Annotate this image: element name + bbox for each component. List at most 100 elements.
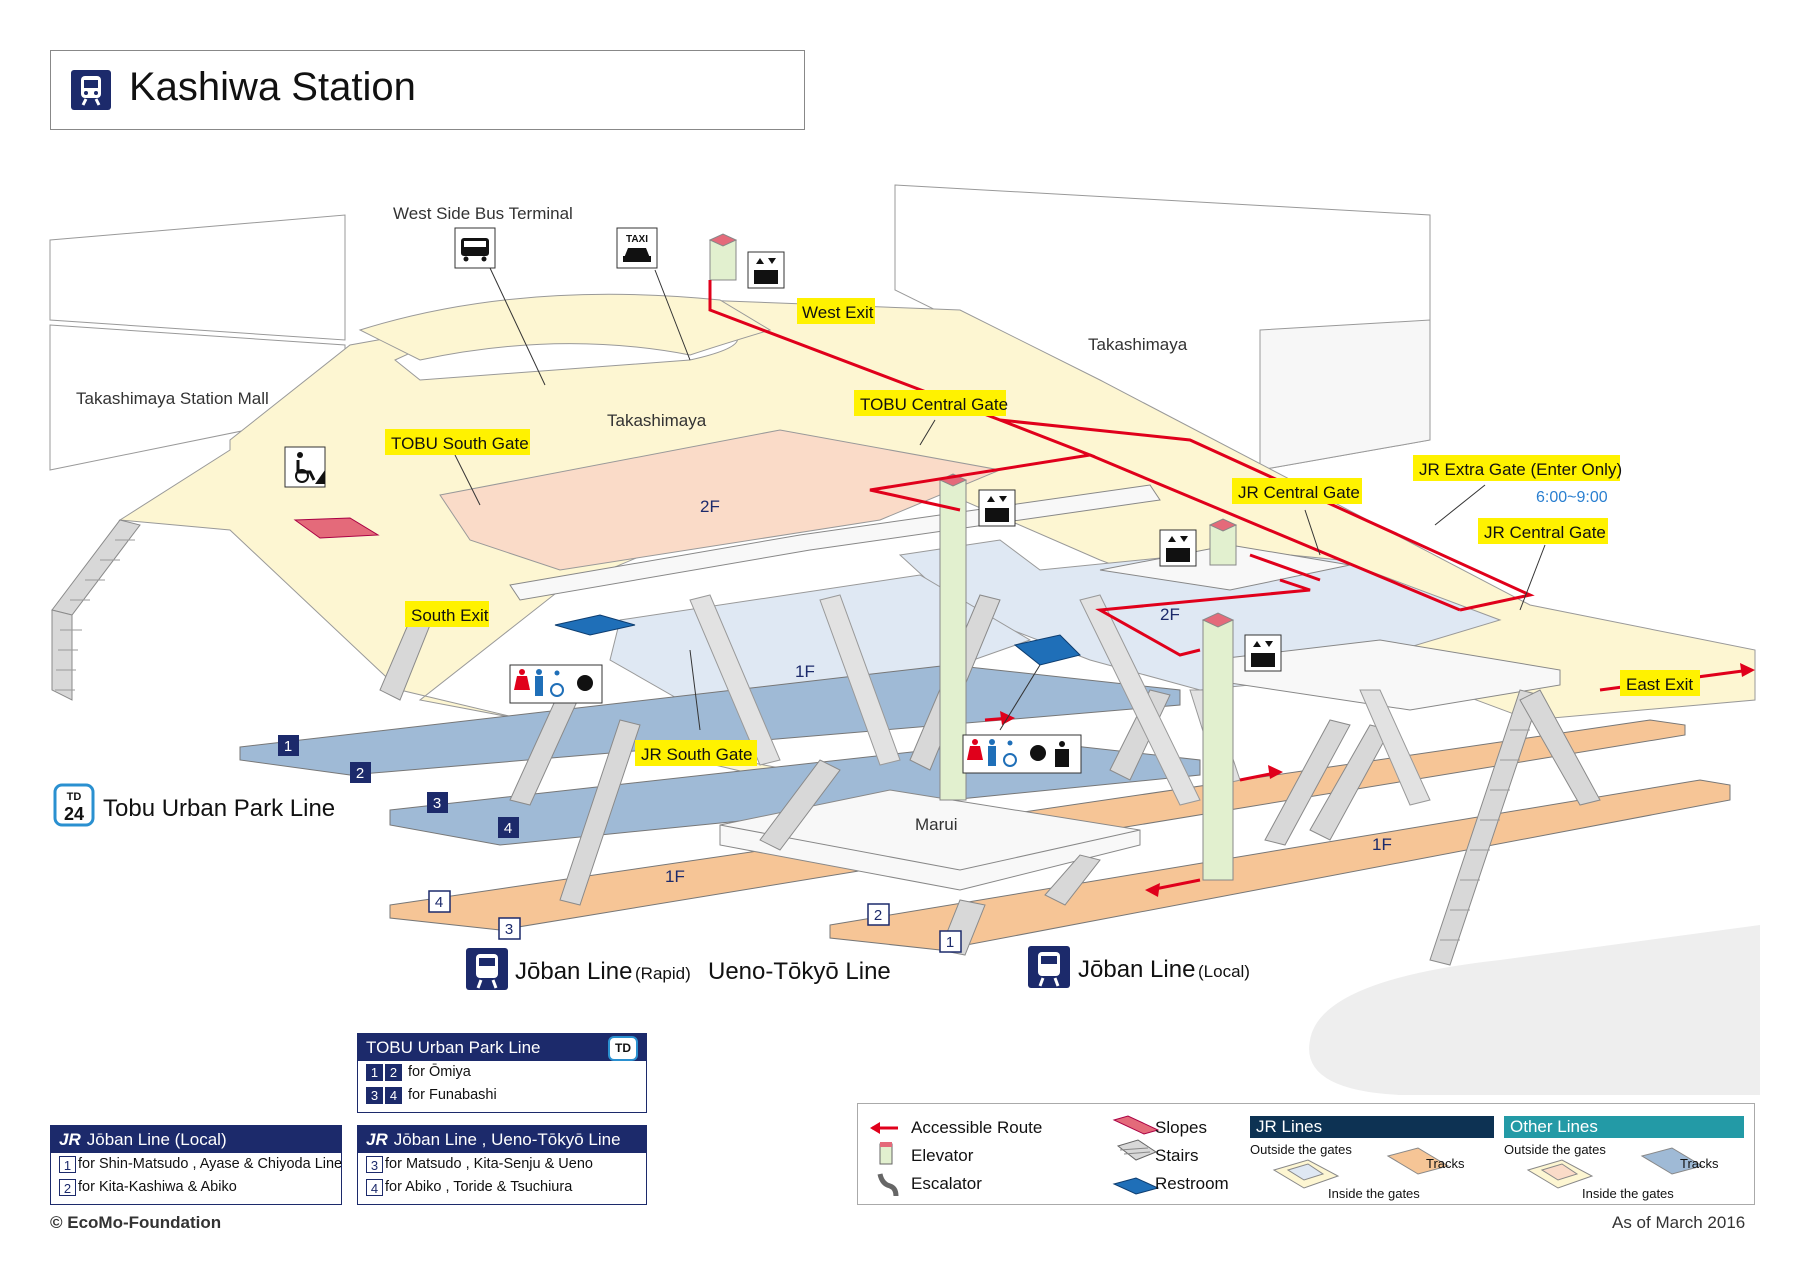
floor-label: 1F [1372,835,1392,854]
key-inside-gates: Inside the gates [1582,1186,1674,1201]
jr-extra-gate-hours: 6:00~9:00 [1536,489,1608,506]
gate-labels: West Exit TOBU Central Gate TOBU South G… [385,298,1700,766]
platform-number: 3 [433,795,441,812]
platform-number: 2 [874,907,882,924]
slope-marker [293,517,380,539]
tobu-south-gate-label: TOBU South Gate [391,434,529,453]
key-elevator: Elevator [911,1146,974,1165]
train-icon [466,948,508,990]
joban-local-line-name: Jōban Line [1078,956,1195,983]
legend-tobu-header: TOBU Urban Park Line TD [358,1034,646,1061]
takashimaya-station-mall-building [49,214,346,471]
wheelchair-icon [284,446,326,488]
platform-number: 4 [435,894,443,911]
key-tracks: Tracks [1680,1156,1719,1171]
jr-inside-outside-swatch [1272,1147,1450,1189]
stairs-symbol [1116,1139,1158,1161]
road-shape [1309,925,1760,1095]
platform-number: 4 [504,820,512,837]
page-title: Kashiwa Station [129,65,416,109]
platform-number: 3 [505,921,513,938]
key-tracks: Tracks [1426,1156,1465,1171]
key-accessible-route: Accessible Route [911,1118,1043,1137]
jr-central-gate-label: JR Central Gate [1238,483,1360,502]
tobu-central-gate-label: TOBU Central Gate [860,395,1008,414]
restroom-icon [509,664,603,704]
jr-central-gate-label: JR Central Gate [1484,523,1606,542]
elevator-symbol [879,1142,893,1165]
elevator-icon [1159,529,1197,567]
elevator-shafts [708,233,1238,881]
platform-numbers: 1 2 3 4 4 3 2 1 [278,735,962,953]
west-bus-terminal-label: West Side Bus Terminal [393,204,573,223]
key-restroom: Restroom [1155,1174,1229,1193]
tobu-2f-concourse [439,429,1002,571]
leader-lines [454,267,1546,731]
map-key: Accessible Route Elevator Escalator Slop… [857,1103,1755,1205]
svg-text:TD: TD [67,791,82,803]
floor-label: 1F [795,662,815,681]
platform-number: 1 [946,934,954,951]
stair-steps [55,539,1530,941]
takashimaya-label: Takashimaya [607,411,707,430]
restroom-symbol [1112,1177,1160,1195]
key-escalator: Escalator [911,1174,982,1193]
floor-label: 1F [665,867,685,886]
support-beams [689,594,1431,806]
west-exit-label: West Exit [802,303,874,322]
key-slopes: Slopes [1155,1118,1207,1137]
restroom-marks [554,614,1081,666]
tobu-line-badge: TD 24 [53,783,95,827]
platform-number: 2 [356,765,364,782]
takashimaya-station-mall-label: Takashimaya Station Mall [76,389,269,408]
other-lines-header [1504,1116,1744,1138]
key-other-lines: Other Lines [1510,1117,1598,1136]
takashimaya-building [894,184,1431,471]
key-symbols [870,1115,1744,1197]
slopes-symbol [1112,1115,1160,1135]
joban-rapid-line-name: Jōban Line [515,958,632,985]
key-outside-gates: Outside the gates [1504,1142,1606,1157]
key-inside-gates: Inside the gates [1328,1186,1420,1201]
escalator-symbol [877,1173,899,1197]
elevator-icon [1244,634,1282,672]
joban-rapid-suffix: (Rapid) [635,964,691,983]
elevator-icon [978,489,1016,527]
key-stairs: Stairs [1155,1146,1199,1165]
ueno-tokyo-line-name: Ueno-Tōkyō Line [708,958,891,985]
floor-label: 2F [700,497,720,516]
takashimaya-label: Takashimaya [1088,335,1188,354]
marui-label: Marui [915,815,958,834]
jr-logo: JR [366,1130,388,1149]
elevator-icon [747,251,785,289]
joban-local-suffix: (Local) [1198,962,1250,981]
south-exit-label: South Exit [411,606,489,625]
train-icon [71,70,111,110]
east-exit-label: East Exit [1626,675,1693,694]
td-badge-icon: TD [608,1036,638,1061]
accessible-route-symbol [870,1122,898,1134]
as-of-date: As of March 2016 [1612,1213,1746,1232]
restroom-icon [962,734,1082,774]
key-outside-gates: Outside the gates [1250,1142,1352,1157]
jr-extra-gate-label: JR Extra Gate (Enter Only) [1419,460,1622,479]
svg-text:TAXI: TAXI [626,234,648,245]
floor-labels: 2F 2F 1F 1F 1F [665,497,1392,886]
train-icon [1028,946,1070,988]
platform-number: 1 [284,738,292,755]
jr-logo: JR [59,1130,81,1149]
floor-label: 2F [1160,605,1180,624]
marui-building [719,789,1141,891]
key-jr-lines: JR Lines [1256,1117,1323,1136]
